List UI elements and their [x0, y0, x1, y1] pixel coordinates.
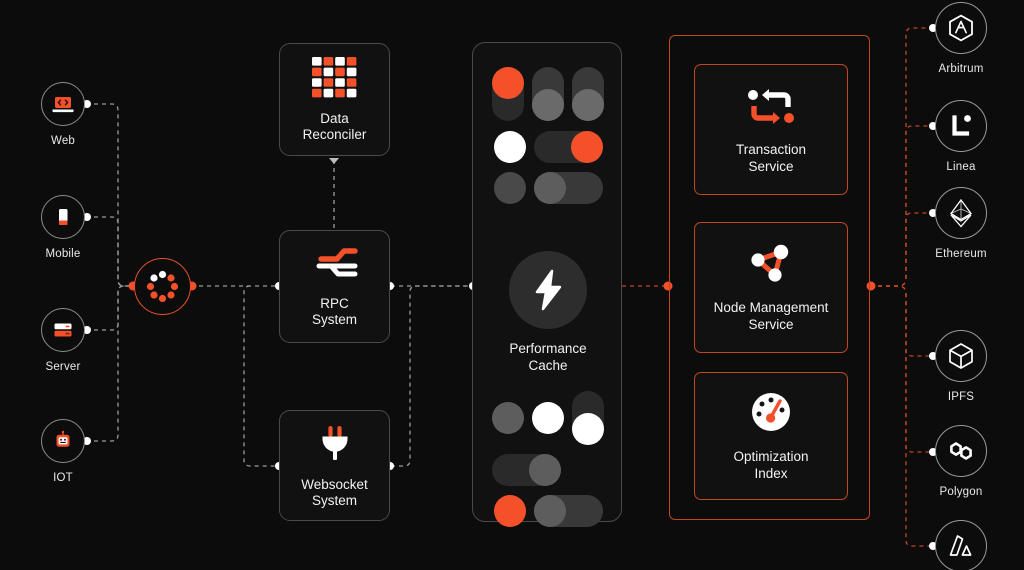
- client-node-web[interactable]: Web: [18, 82, 108, 147]
- client-icon-ring: [41, 308, 85, 352]
- card-icon: [311, 56, 359, 100]
- chain-icon-ring: [935, 330, 987, 382]
- polygon-logo-icon: [950, 442, 972, 460]
- toggle-dot[interactable]: [532, 402, 564, 434]
- client-node-iot[interactable]: IOT: [18, 419, 108, 484]
- chain-icon-ring: [935, 425, 987, 477]
- client-icon-ring: [41, 195, 85, 239]
- stacked-layers-icon: [316, 247, 358, 276]
- toggle-switch-vertical[interactable]: [572, 67, 604, 121]
- toggle-knob: [492, 67, 524, 99]
- card-label: RPC System: [311, 295, 357, 328]
- system-card-websocket-system[interactable]: Websocket System: [279, 410, 390, 521]
- chain-node-ethereum[interactable]: Ethereum: [913, 187, 1009, 260]
- service-card-optimization-index[interactable]: Optimization Index: [694, 372, 848, 500]
- laptop-code-icon: [52, 97, 74, 113]
- performance-cache-icon-circle: [509, 251, 587, 329]
- toggle-switch[interactable]: [533, 495, 603, 527]
- server-rack-icon: [54, 323, 72, 337]
- toggle-knob: [533, 495, 566, 527]
- performance-cache-label: Performance Cache: [509, 341, 587, 373]
- service-label: Node Management Service: [713, 299, 829, 332]
- ethereum-logo-icon: [950, 198, 972, 228]
- checkered-grid-icon: [311, 56, 356, 97]
- card-label: Data Reconciler: [302, 110, 367, 143]
- gateway-hub-node[interactable]: [134, 258, 191, 315]
- robot-head-icon: [56, 430, 70, 447]
- chain-icon-ring: [935, 2, 987, 54]
- toggle-row: [473, 495, 623, 527]
- bidirectional-arrows-icon: [748, 88, 794, 124]
- chain-label: Ethereum: [935, 248, 987, 260]
- client-label: Mobile: [45, 248, 81, 260]
- toggle-knob: [532, 89, 564, 121]
- system-card-rpc-system[interactable]: RPC System: [279, 230, 390, 343]
- linea-logo-icon: [952, 115, 971, 136]
- lightning-bolt-icon: [535, 269, 562, 311]
- client-label: Server: [45, 361, 81, 373]
- toggle-dot[interactable]: [493, 172, 526, 204]
- toggle-dot[interactable]: [493, 131, 526, 163]
- toggle-switch[interactable]: [533, 131, 603, 163]
- toggle-row: [473, 131, 623, 163]
- chain-icon-ring: [935, 520, 987, 570]
- client-label: IOT: [53, 472, 73, 484]
- client-node-mobile[interactable]: Mobile: [18, 195, 108, 260]
- service-card-node-management-service[interactable]: Node Management Service: [694, 222, 848, 353]
- client-icon-ring: [41, 419, 85, 463]
- node-graph-icon: [751, 244, 789, 282]
- toggle-switch[interactable]: [533, 172, 603, 204]
- arbitrum-logo-icon: [949, 14, 973, 42]
- toggle-group-top: [473, 67, 623, 213]
- toggle-row: [473, 67, 623, 121]
- toggle-knob: [570, 131, 603, 163]
- mobile-phone-icon: [59, 209, 68, 225]
- toggle-dot[interactable]: [492, 402, 524, 434]
- chain-label: Linea: [946, 161, 976, 173]
- toggle-knob: [572, 413, 604, 445]
- service-label: Optimization Index: [733, 449, 809, 481]
- chain-icon-ring: [935, 100, 987, 152]
- chain-node-polygon[interactable]: Polygon: [913, 425, 1009, 498]
- toggle-knob: [572, 89, 604, 121]
- toggle-switch-vertical[interactable]: [572, 391, 604, 445]
- performance-cache-center: Performance Cache: [473, 251, 623, 374]
- system-card-data-reconciler[interactable]: Data Reconciler: [279, 43, 390, 156]
- service-label: Transaction Service: [735, 141, 807, 174]
- card-label: Websocket System: [301, 476, 368, 509]
- performance-cache-panel[interactable]: Performance Cache: [472, 42, 623, 527]
- chain-node-ipfs[interactable]: IPFS: [913, 330, 1009, 403]
- client-icon-ring: [41, 82, 85, 126]
- toggle-switch-vertical[interactable]: [532, 67, 564, 121]
- chain-node-arweave[interactable]: [913, 520, 1009, 570]
- power-plug-icon: [322, 425, 347, 460]
- toggle-row: [473, 454, 623, 486]
- arweave-logo-icon: [949, 535, 972, 556]
- ipfs-cube-icon: [949, 343, 973, 369]
- chain-node-linea[interactable]: Linea: [913, 100, 1009, 173]
- chain-node-arbitrum[interactable]: Arbitrum: [913, 2, 1009, 75]
- client-node-server[interactable]: Server: [18, 308, 108, 373]
- toggle-dot[interactable]: [493, 495, 526, 527]
- toggle-row: [473, 391, 623, 445]
- service-card-transaction-service[interactable]: Transaction Service: [694, 64, 848, 195]
- toggle-knob: [529, 454, 561, 486]
- loading-spinner-dots-icon: [146, 270, 179, 303]
- chain-label: IPFS: [947, 391, 975, 403]
- toggle-knob: [533, 172, 566, 204]
- toggle-switch-vertical[interactable]: [492, 67, 524, 121]
- services-group: Transaction Service Node Management Serv…: [669, 35, 870, 520]
- chain-label: Arbitrum: [938, 63, 984, 75]
- client-label: Web: [50, 135, 76, 147]
- toggle-switch[interactable]: [492, 454, 561, 486]
- card-icon: [313, 422, 357, 466]
- toggle-group-bottom: [473, 391, 623, 536]
- speedometer-gauge-icon: [752, 393, 790, 431]
- toggle-row: [473, 172, 623, 204]
- chain-icon-ring: [935, 187, 987, 239]
- card-icon: [311, 245, 359, 285]
- chain-label: Polygon: [939, 486, 983, 498]
